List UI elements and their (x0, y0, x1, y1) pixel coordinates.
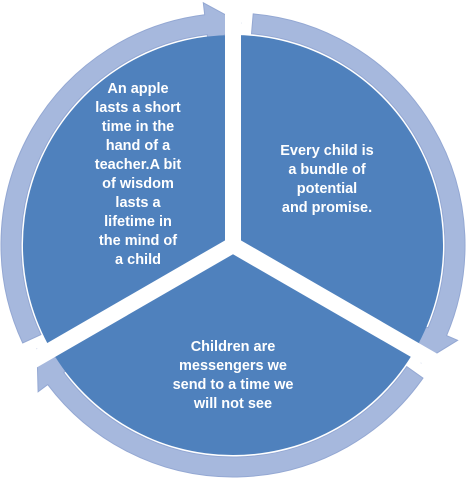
segment-left-text: An apple lasts a short time in the hand … (94, 81, 182, 268)
segment-right-text: Every child is a bundle of potential and… (280, 143, 374, 216)
segment-separators (19, 3, 447, 373)
separator-3 (19, 238, 237, 373)
arrow-right (250, 13, 466, 364)
separator-2 (229, 238, 447, 373)
arrow-bottom (36, 348, 424, 478)
segment-bottom-text: Children are messengers we send to a tim… (172, 339, 294, 412)
